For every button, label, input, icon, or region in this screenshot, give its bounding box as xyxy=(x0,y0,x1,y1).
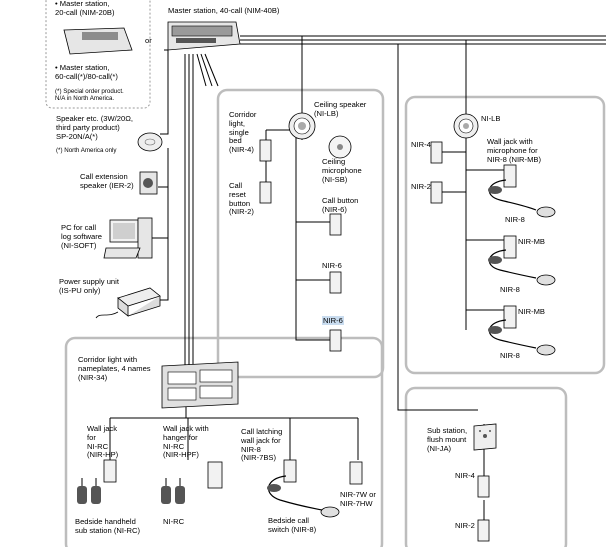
label-nirmb-2: NIR-MB xyxy=(518,237,545,246)
label-power: Power supply unit (IS-PU only) xyxy=(59,277,119,295)
ceiling-microphone-icon xyxy=(328,135,352,159)
nir4-sub-icon xyxy=(477,475,490,498)
label-nir6-b-text: NIR-6 xyxy=(322,316,344,325)
label-master-60: • Master station, 60-call(*)/80-call(*) xyxy=(55,63,118,81)
wall-jack-hp-icon xyxy=(77,459,117,504)
call-latching-wall-jack-icon xyxy=(267,459,340,518)
label-nir2-right: NIR-2 xyxy=(411,182,431,191)
group-bedside xyxy=(64,336,384,547)
label-pc: PC for call log software (NI-SOFT) xyxy=(61,223,102,250)
label-speaker-etc: Speaker etc. (3W/20Ω, third party produc… xyxy=(56,114,134,141)
label-special-order: (*) Special order product. N/A in North … xyxy=(55,88,124,103)
label-call-latching: Call latching wall jack for NIR-8 (NIR-7… xyxy=(241,427,283,463)
label-corridor-light-single: Corridor light, single bed (NIR-4) xyxy=(229,110,257,155)
label-nir8-2: NIR-8 xyxy=(500,285,520,294)
label-wall-jack-mic: Wall jack with microphone for NIR-8 (NIR… xyxy=(487,137,541,164)
nir2-sub-icon xyxy=(477,519,490,542)
label-na-only: (*) North America only xyxy=(56,147,117,154)
label-sub-station: Sub station, flush mount (NI-JA) xyxy=(427,426,468,453)
label-call-reset: Call reset button (NIR-2) xyxy=(229,181,254,217)
label-bedside-handheld: Bedside handheld sub station (NI-RC) xyxy=(75,517,140,535)
nir7w-icon xyxy=(349,461,363,485)
label-nir6-a: NIR-6 xyxy=(322,261,342,270)
label-master-20: • Master station, 20-call (NIM-20B) xyxy=(55,0,115,17)
nir6-icon-b xyxy=(329,329,342,352)
label-nirmb-3: NIR-MB xyxy=(518,307,545,316)
label-nir8-3: NIR-8 xyxy=(500,351,520,360)
label-nir2-sub: NIR-2 xyxy=(455,521,475,530)
label-ni-rc: NI-RC xyxy=(163,517,185,526)
group-sub-station xyxy=(404,386,568,547)
corridor-light-nameplates-icon xyxy=(161,361,239,409)
master-station-20-call xyxy=(63,27,133,55)
wall-jack-mic-1-icon xyxy=(488,164,556,218)
label-nir4-right: NIR-4 xyxy=(411,140,431,149)
ceiling-speaker-icon xyxy=(288,112,316,140)
label-wall-jack-hanger: Wall jack with hanger for NI-RC (NIR-HPF… xyxy=(163,424,209,460)
wall-jack-hanger-icon xyxy=(161,461,223,504)
sub-station-flush-icon xyxy=(473,423,497,451)
label-nir8-1: NIR-8 xyxy=(505,215,525,224)
master-options-box xyxy=(45,0,151,109)
wall-jack-mic-3-icon xyxy=(488,305,556,356)
wall-speaker-icon xyxy=(137,132,163,152)
label-nilb-right: NI-LB xyxy=(481,114,501,123)
power-supply-icon xyxy=(95,287,161,319)
label-call-button: Call button (NIR-6) xyxy=(322,196,359,214)
call-reset-button-icon xyxy=(259,181,272,204)
group-bed-room xyxy=(216,88,385,379)
label-nir6-b: NIR-6 xyxy=(322,316,344,326)
label-master-40: Master station, 40-call (NIM-40B) xyxy=(168,6,280,15)
label-bedside-call-switch: Bedside call switch (NIR-8) xyxy=(268,516,317,534)
label-corridor-light-names: Corridor light with nameplates, 4 names … xyxy=(78,355,151,382)
group-ward-right xyxy=(404,95,606,375)
corridor-light-single-icon xyxy=(259,139,272,162)
label-nir4-sub: NIR-4 xyxy=(455,471,475,480)
master-station-40-call xyxy=(167,21,241,51)
nir4-right-icon xyxy=(430,141,443,164)
label-nir7w: NIR-7W or NIR-7HW xyxy=(340,490,376,508)
nir2-right-icon xyxy=(430,181,443,204)
label-ceiling-mic: Ceiling microphone (NI-SB) xyxy=(322,157,362,184)
wall-jack-mic-2-icon xyxy=(488,235,556,286)
extension-speaker-icon xyxy=(139,171,158,195)
nir6-icon-a xyxy=(329,271,342,294)
label-ceiling-speaker: Ceiling speaker (NI-LB) xyxy=(314,100,367,118)
label-or: or xyxy=(145,36,152,45)
ceiling-speaker-right-icon xyxy=(453,113,479,139)
pc-icon xyxy=(103,217,153,259)
call-button-icon xyxy=(329,213,342,236)
label-wall-jack-hp: Wall jack for NI-RC (NIR-HP) xyxy=(87,424,119,460)
label-ext-speaker: Call extension speaker (IER-2) xyxy=(80,172,134,190)
